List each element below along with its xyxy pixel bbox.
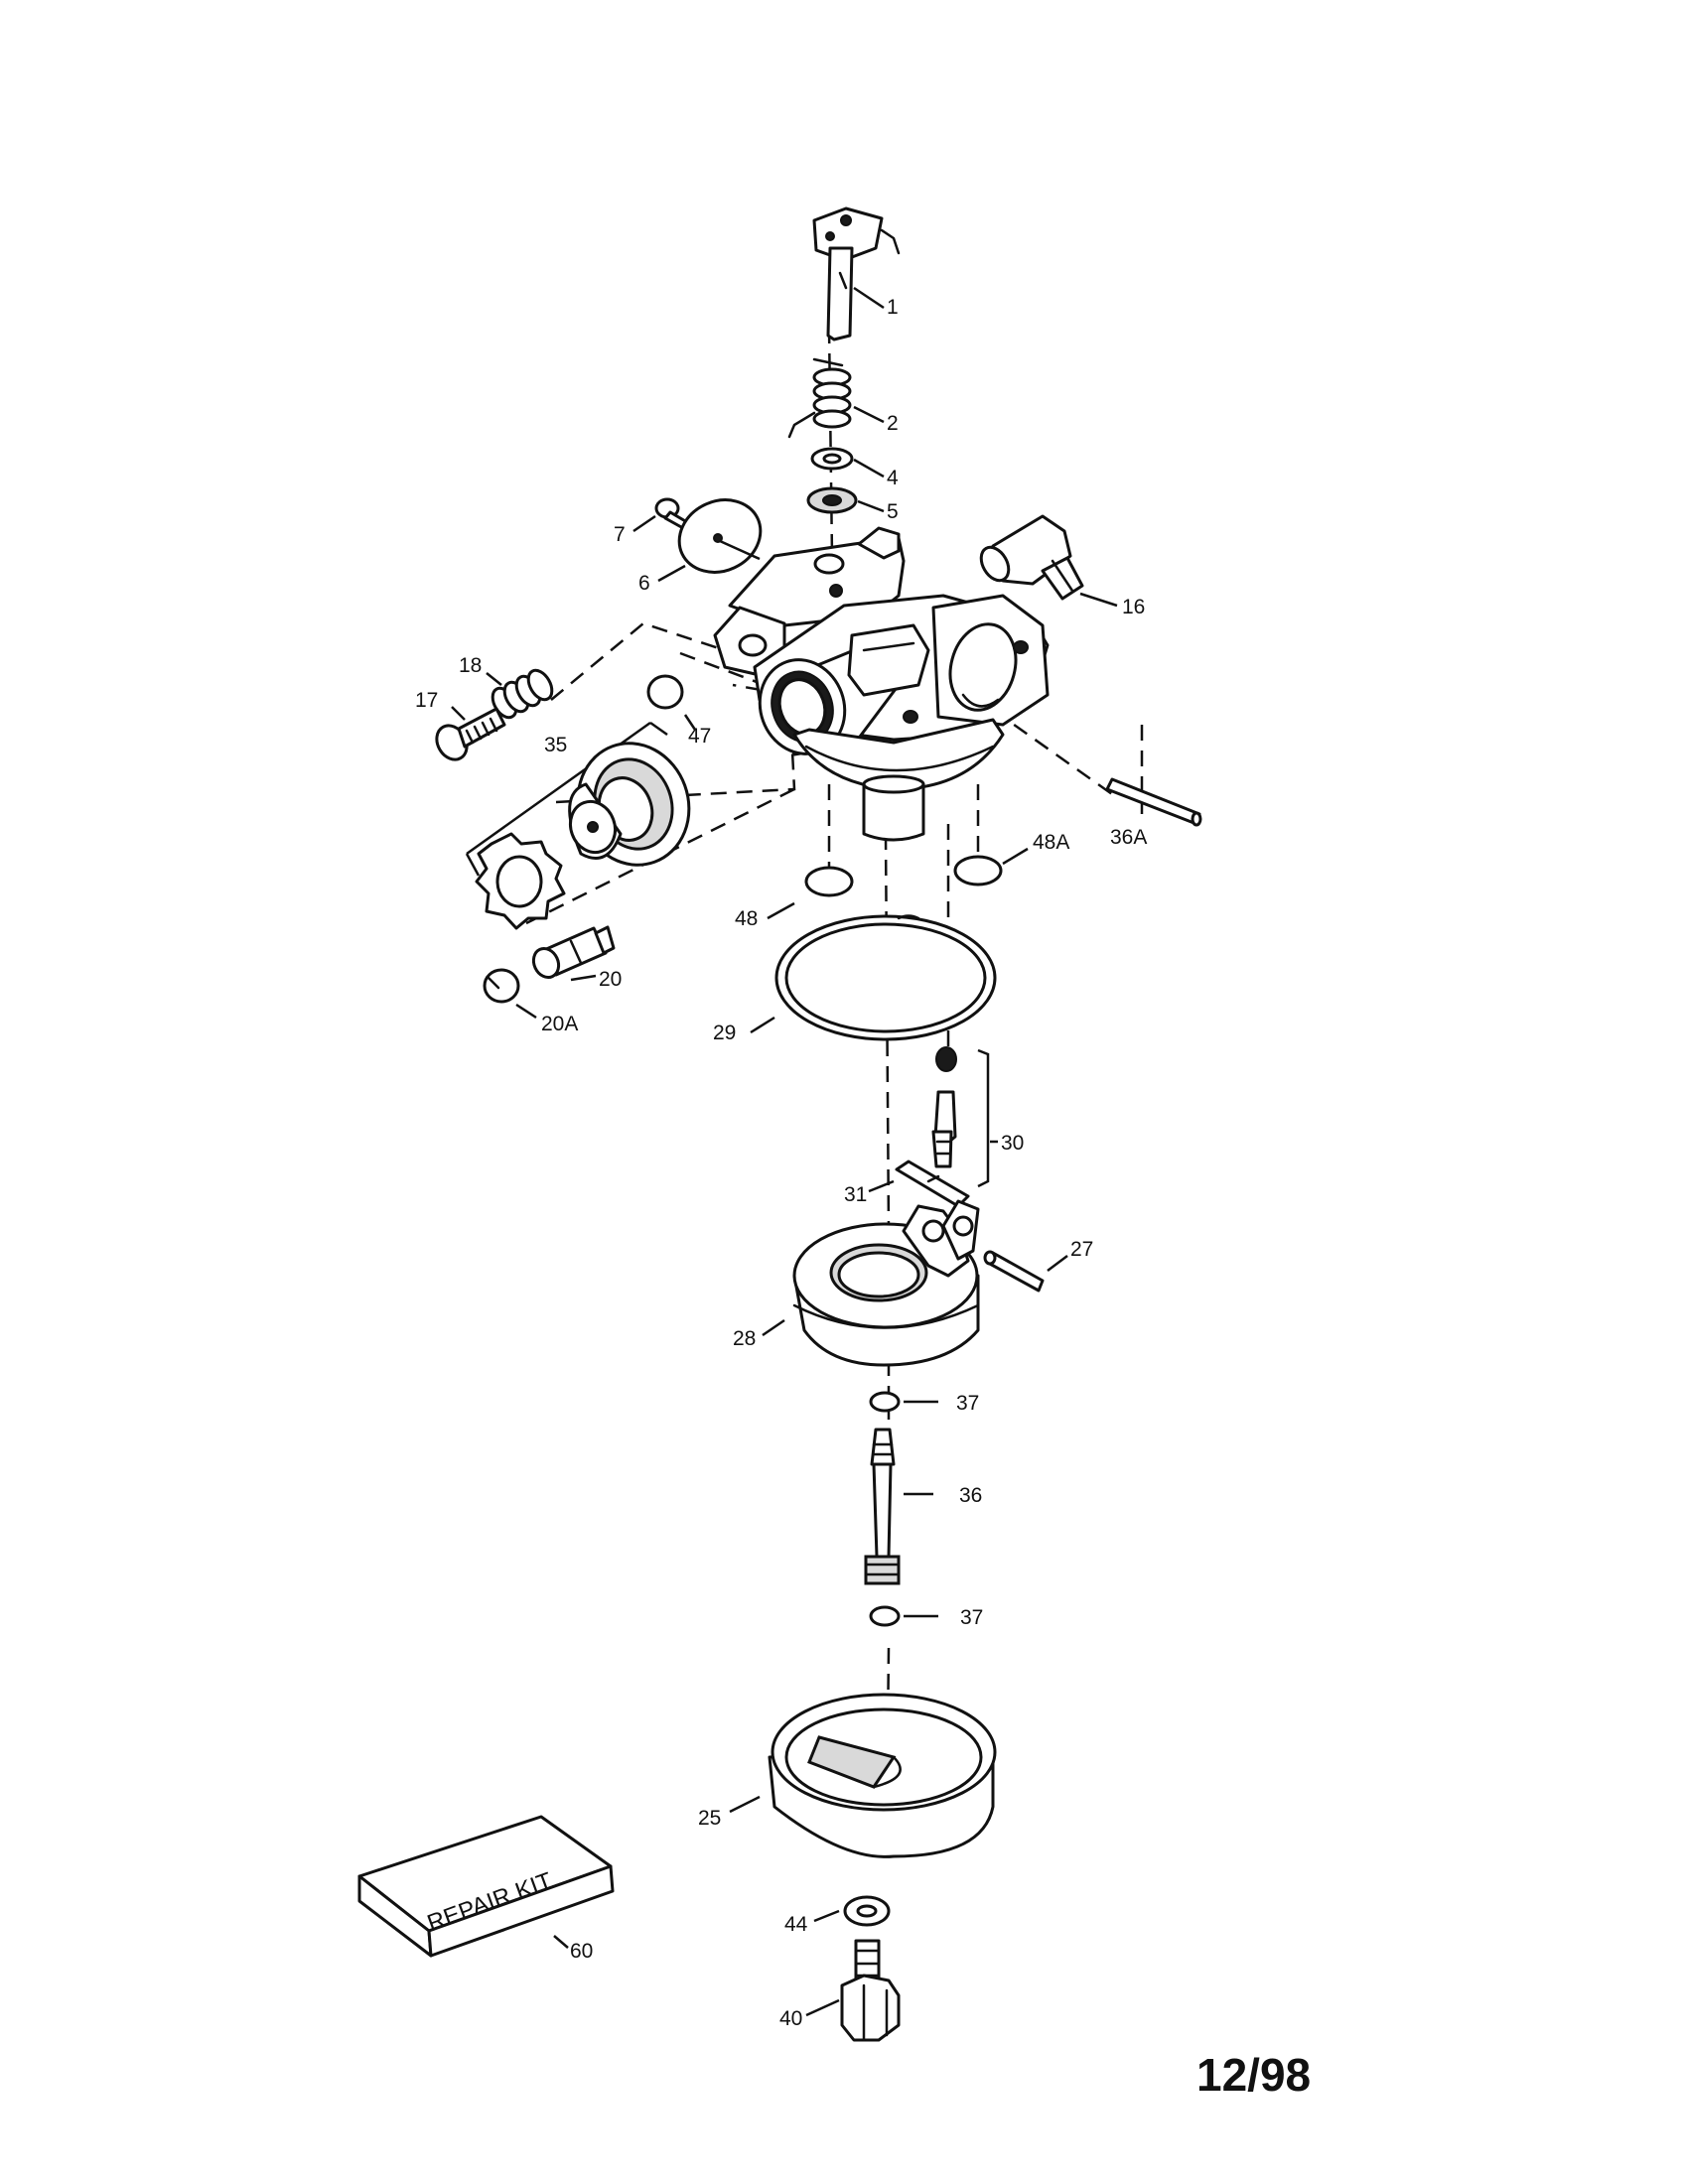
date-code: 12/98 xyxy=(1196,2049,1311,2101)
o-ring-upper-part xyxy=(869,1391,901,1413)
bowl-gasket-part xyxy=(774,914,997,1041)
label-36A: 36A xyxy=(1110,826,1147,849)
label-29: 29 xyxy=(713,1022,736,1044)
label-37-upper: 37 xyxy=(956,1392,979,1415)
o-ring-lower-part xyxy=(869,1605,901,1627)
leader-lines xyxy=(451,286,1118,2017)
primer-bulb-assembly-part xyxy=(465,721,691,930)
label-48A: 48A xyxy=(1033,831,1069,854)
label-30: 30 xyxy=(1001,1132,1024,1155)
inlet-needle-part xyxy=(931,1046,990,1188)
carburetor-body-part xyxy=(713,526,1050,842)
welch-plug-right-part xyxy=(953,855,1003,887)
label-48: 48 xyxy=(735,907,758,930)
seal-part xyxy=(806,486,858,514)
label-60: 60 xyxy=(570,1940,593,1963)
label-5: 5 xyxy=(887,500,899,523)
label-18: 18 xyxy=(459,654,482,677)
bowl-nut-part xyxy=(840,1939,901,2042)
bowl-washer-part xyxy=(843,1895,891,1927)
main-nozzle-part xyxy=(864,1428,901,1585)
label-20A: 20A xyxy=(541,1013,578,1035)
label-6: 6 xyxy=(638,572,650,595)
label-4: 4 xyxy=(887,467,899,489)
primer-plunger-part xyxy=(531,925,616,980)
welch-plug-left-part xyxy=(804,866,854,897)
throttle-spring-part xyxy=(787,357,852,439)
fuel-inlet-elbow-part xyxy=(979,514,1084,601)
label-27: 27 xyxy=(1070,1238,1093,1261)
part-labels: 1 2 4 5 7 6 16 18 17 47 35 48A 36A 48 20… xyxy=(415,296,1147,2030)
label-17: 17 xyxy=(415,689,438,712)
repair-kit-box: REPAIR KIT xyxy=(357,1815,615,1958)
throttle-shaft-part xyxy=(812,206,901,341)
label-7: 7 xyxy=(614,523,626,546)
label-28: 28 xyxy=(733,1327,756,1350)
label-47: 47 xyxy=(688,725,711,748)
label-31: 31 xyxy=(844,1183,867,1206)
label-36: 36 xyxy=(959,1484,982,1507)
float-hinge-clip-part xyxy=(895,1160,970,1208)
throttle-plate-part xyxy=(677,498,763,574)
choke-shaft-pin-part xyxy=(1105,777,1202,827)
label-20: 20 xyxy=(599,968,622,991)
label-37-lower: 37 xyxy=(960,1606,983,1629)
washer-part xyxy=(810,447,854,471)
label-40: 40 xyxy=(779,2007,802,2030)
float-bowl-part xyxy=(768,1693,997,1858)
primer-cap-part xyxy=(483,968,520,1004)
label-2: 2 xyxy=(887,412,899,435)
float-part xyxy=(792,1199,980,1367)
label-16: 16 xyxy=(1122,596,1145,618)
idle-speed-screw-part xyxy=(435,707,506,761)
label-44: 44 xyxy=(784,1913,808,1936)
label-35: 35 xyxy=(544,734,567,756)
label-1: 1 xyxy=(887,296,899,319)
welch-plug-part xyxy=(646,674,684,710)
label-25: 25 xyxy=(698,1807,721,1830)
float-hinge-pin-part xyxy=(983,1250,1045,1293)
